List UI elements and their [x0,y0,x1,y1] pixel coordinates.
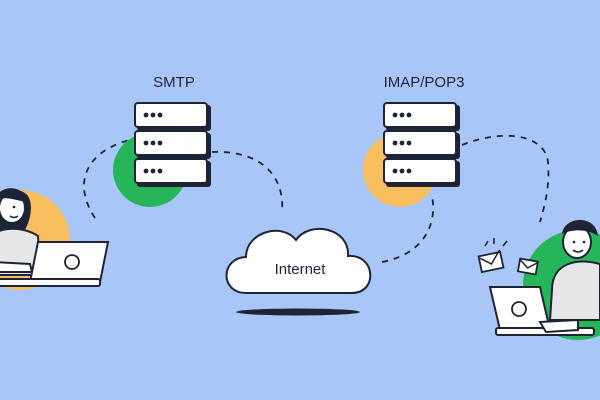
sender-person [0,188,110,290]
connector-smtp-to-internet [211,151,284,213]
server-icon [134,102,211,187]
internet-cloud: Internet [225,227,372,316]
notification-marks [484,238,508,247]
cloud-icon [225,227,372,294]
receiver-person [477,220,600,340]
connector-internet-to-imap [381,195,434,263]
internet-label: Internet [275,261,327,278]
connector-sender-to-smtp [83,139,131,219]
sender-hand [0,261,34,273]
cloud-shadow [236,308,360,316]
smtp-label: SMTP [153,74,195,91]
server-icon [383,102,460,187]
receiver-hand [538,318,579,334]
person-icon [548,220,600,321]
laptop-icon [0,241,110,287]
envelope-icon [477,249,505,274]
envelope-icon [516,257,539,276]
smtp-server [113,102,211,207]
imap-pop3-server [363,102,460,207]
imap-pop3-label: IMAP/POP3 [384,74,465,91]
